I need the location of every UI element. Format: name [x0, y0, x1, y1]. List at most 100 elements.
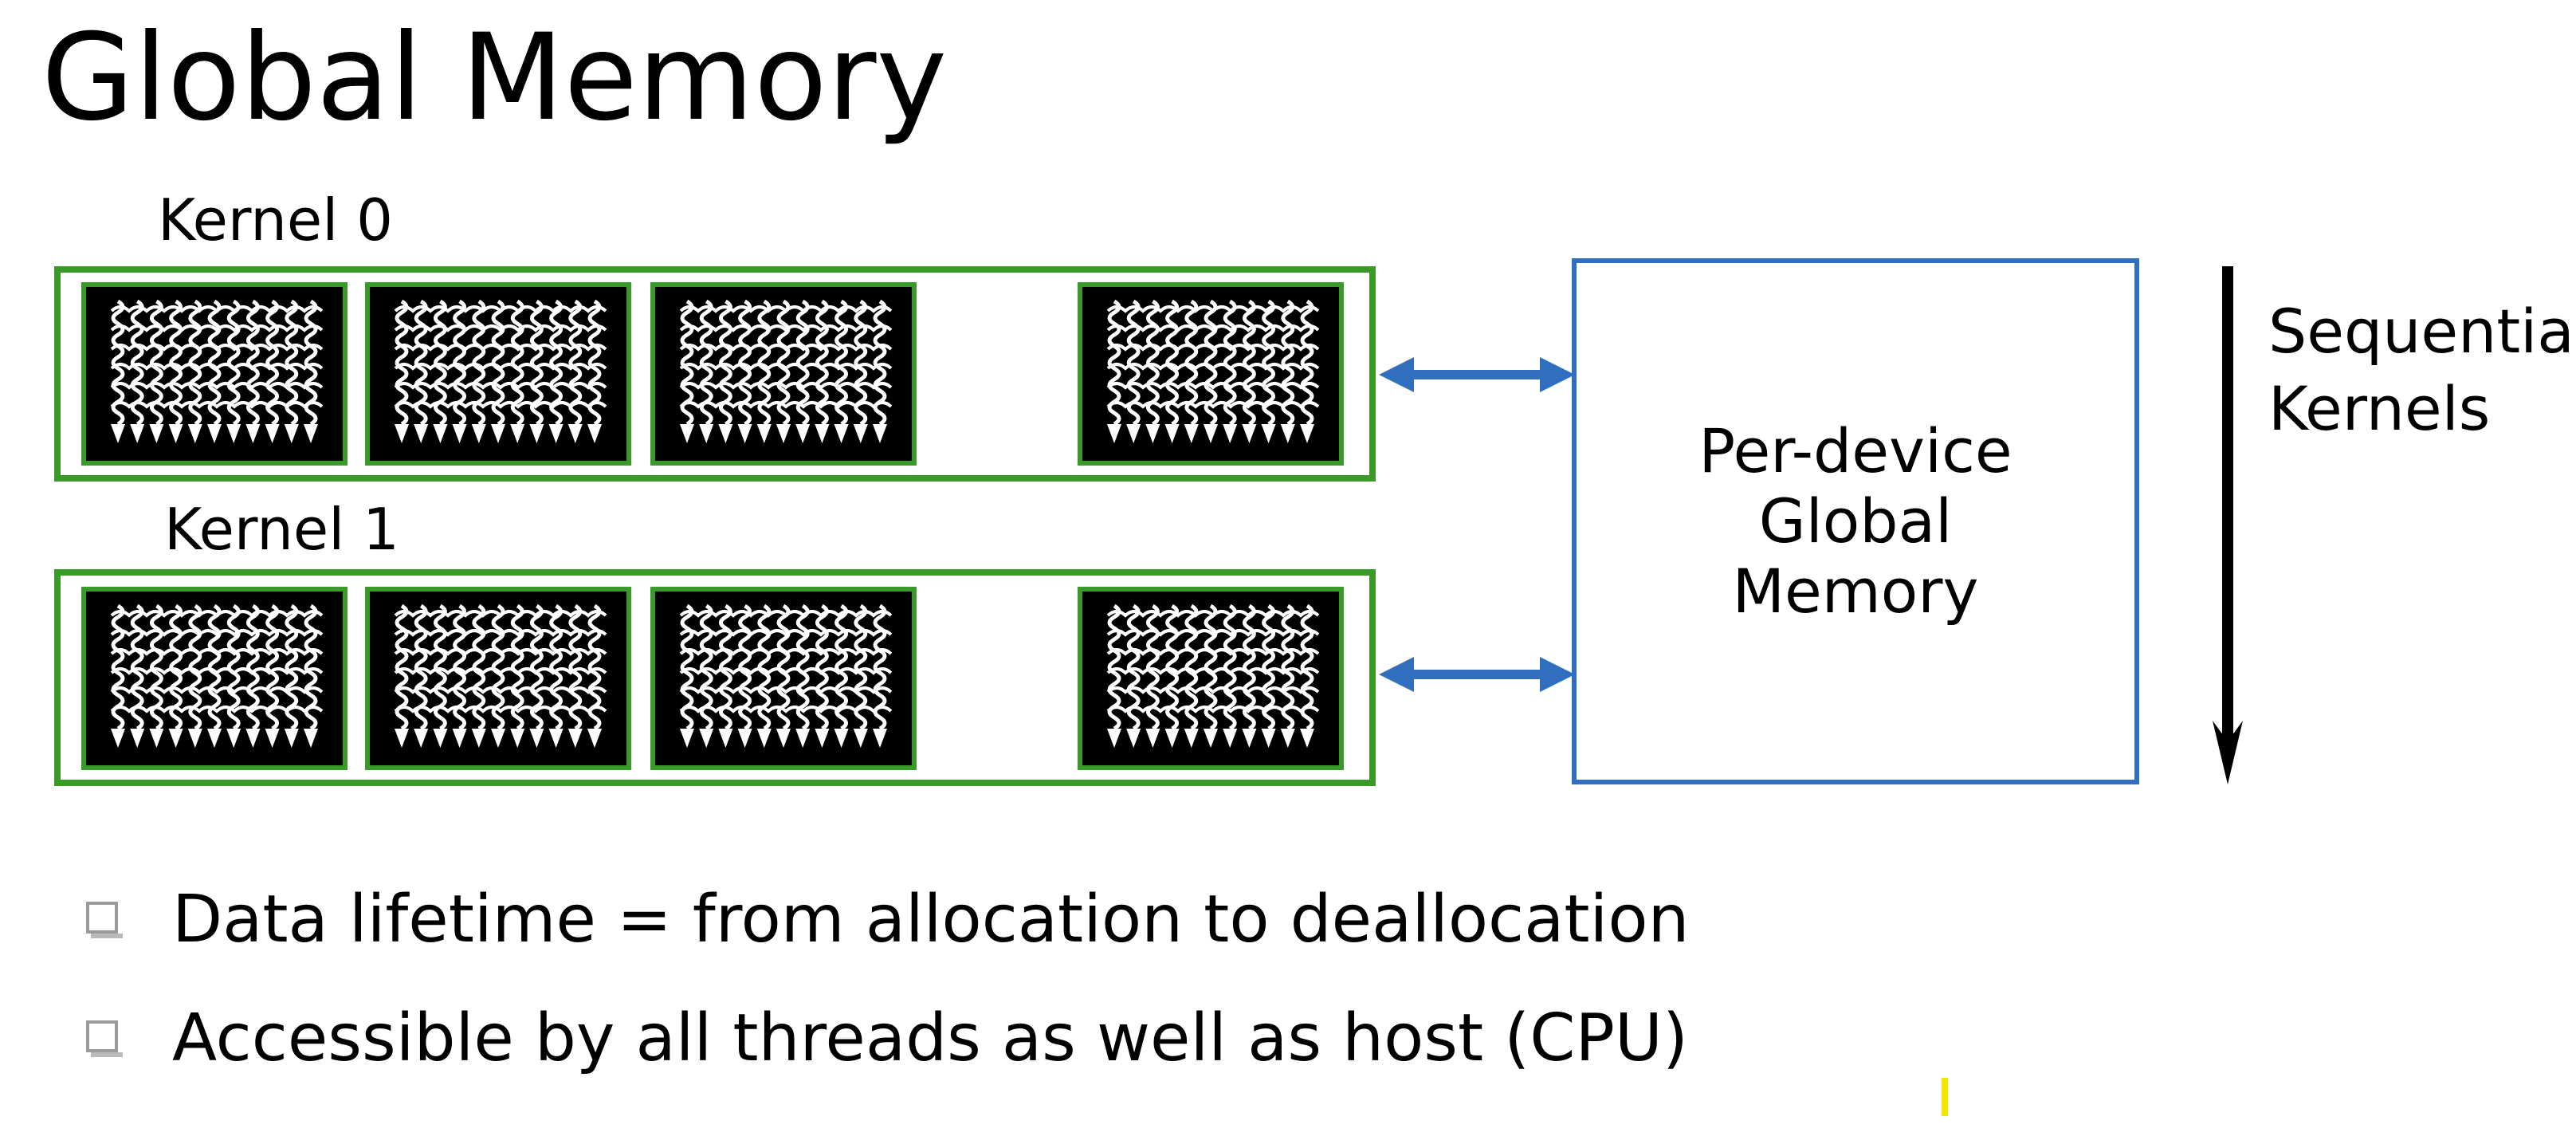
thread-strand: [1106, 648, 1320, 656]
thread-arrowhead: [1242, 424, 1257, 443]
thread-arrowhead: [795, 424, 811, 443]
thread-arrowhead: [680, 424, 694, 443]
kernel-1-thread-block-1: [81, 587, 348, 770]
thread-strand: [110, 401, 324, 409]
thread-arrowhead: [529, 729, 544, 748]
thread-strand: [394, 324, 607, 332]
thread-strand: [1106, 363, 1320, 371]
thread-strand: [1106, 305, 1320, 313]
thread-arrowhead: [304, 424, 318, 443]
kernel-0-memory-double-arrow-icon: [1379, 357, 1575, 392]
thread-arrowhead: [452, 424, 467, 443]
thread-arrowhead: [587, 424, 602, 443]
thread-arrowhead: [510, 729, 525, 748]
wavy-threads-icon: [394, 299, 607, 443]
thread-line: [834, 603, 849, 731]
thread-arrowhead: [1280, 424, 1295, 443]
thread-strand: [679, 648, 893, 656]
thread-arrowhead: [395, 729, 409, 748]
sequential-down-arrow-icon: [2213, 266, 2243, 784]
thread-arrowhead: [1164, 729, 1180, 748]
thread-arrowhead: [567, 424, 583, 443]
thread-arrowhead: [548, 424, 564, 443]
thread-arrowhead: [795, 729, 811, 748]
thread-strand: [679, 629, 893, 637]
thread-strand: [394, 706, 607, 713]
thread-strand: [394, 667, 607, 675]
thread-strand: [679, 706, 893, 713]
thread-arrowhead: [130, 729, 145, 748]
thread-line: [815, 299, 829, 427]
thread-line: [245, 299, 260, 427]
thread-arrowhead: [699, 729, 714, 748]
thread-strand: [110, 610, 324, 618]
thread-strand: [110, 648, 324, 656]
page-title: Global Memory: [41, 9, 948, 147]
thread-arrowhead: [433, 729, 448, 748]
bullet-item-2: Accessible by all threads as well as hos…: [86, 1006, 1688, 1071]
thread-strand: [679, 382, 893, 390]
thread-line: [1242, 603, 1256, 731]
thread-strand: [394, 363, 607, 371]
bullet-item-1: Data lifetime = from allocation to deall…: [86, 887, 1689, 953]
thread-arrowhead: [168, 729, 183, 748]
thread-arrowhead: [737, 424, 752, 443]
thread-arrowhead: [207, 729, 222, 748]
thread-line: [529, 603, 544, 731]
thread-arrowhead: [834, 729, 849, 748]
thread-arrowhead: [1261, 424, 1276, 443]
thread-arrowhead: [1223, 729, 1238, 748]
thread-strand: [394, 610, 607, 618]
wavy-threads-icon: [110, 299, 324, 443]
bullet-text-2: Accessible by all threads as well as hos…: [172, 1000, 1688, 1076]
thread-arrowhead: [111, 424, 125, 443]
thread-line: [265, 299, 280, 427]
thread-arrowhead: [756, 729, 772, 748]
kernel-1-box: [54, 569, 1376, 786]
thread-strand: [394, 648, 607, 656]
sequential-kernels-label: Sequential Kernels: [2268, 293, 2576, 447]
thread-strand: [110, 324, 324, 332]
thread-arrowhead: [1242, 729, 1257, 748]
thread-arrowhead: [414, 729, 429, 748]
thread-arrowhead: [815, 729, 830, 748]
thread-arrowhead: [873, 729, 887, 748]
thread-arrowhead: [1107, 424, 1121, 443]
thread-arrowhead: [187, 729, 202, 748]
thread-arrowhead: [853, 424, 868, 443]
thread-arrowhead: [1204, 424, 1218, 443]
kernel-0-thread-block-1: [81, 282, 348, 466]
thread-arrowhead: [567, 729, 583, 748]
thread-arrowhead: [1126, 729, 1141, 748]
thread-strand: [679, 324, 893, 332]
thread-arrowhead: [226, 424, 242, 443]
thread-strand: [394, 344, 607, 352]
global-memory-line-2: Global: [1758, 485, 1953, 556]
thread-arrowhead: [1107, 729, 1121, 748]
thread-strand: [110, 629, 324, 637]
thread-arrowhead: [304, 729, 318, 748]
thread-arrowhead: [737, 729, 752, 748]
thread-strand: [110, 686, 324, 694]
thread-arrowhead: [1126, 424, 1141, 443]
thread-line: [529, 299, 544, 427]
thread-arrowhead: [226, 729, 242, 748]
wavy-threads-icon: [679, 603, 893, 748]
thread-strand: [110, 667, 324, 675]
thread-arrowhead: [130, 424, 145, 443]
wavy-threads-icon: [394, 603, 607, 748]
thread-arrowhead: [1145, 729, 1160, 748]
kernel-0-thread-block-2: [365, 282, 631, 466]
thread-strand: [394, 401, 607, 409]
thread-arrowhead: [207, 424, 222, 443]
thread-arrowhead: [1261, 729, 1276, 748]
thread-line: [1223, 603, 1237, 731]
thread-arrowhead: [265, 424, 280, 443]
thread-strand: [1106, 686, 1320, 694]
global-memory-box: Per-device Global Memory: [1572, 258, 2139, 784]
global-memory-line-3: Memory: [1732, 556, 1979, 627]
kernel-1-thread-block-3: [650, 587, 917, 770]
thread-line: [510, 299, 524, 427]
thread-line: [795, 299, 810, 427]
thread-line: [226, 603, 241, 731]
